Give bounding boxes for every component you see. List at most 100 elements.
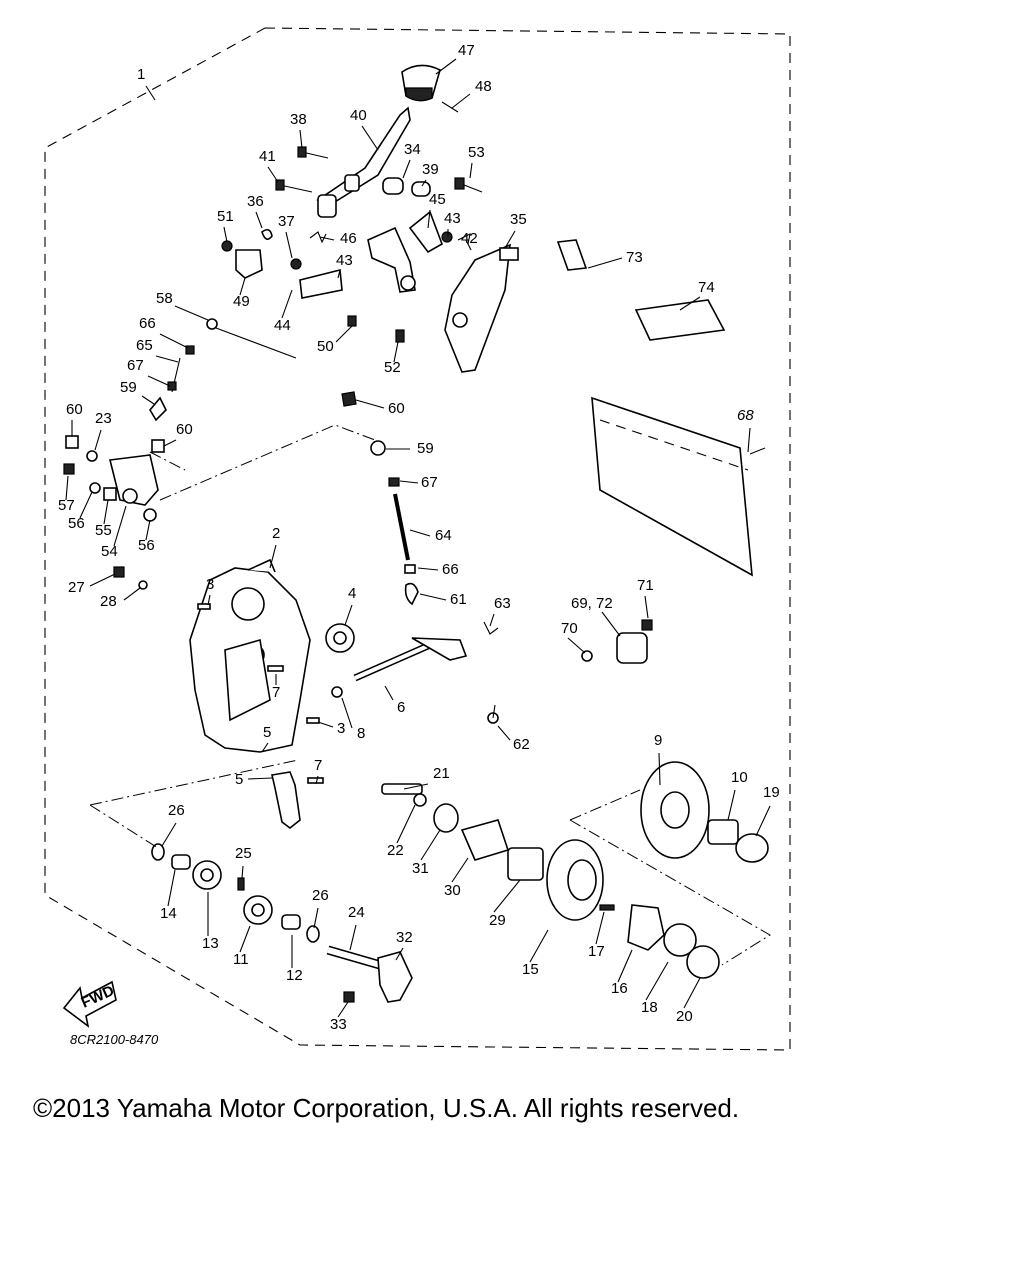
callout-leader-c39 bbox=[421, 179, 427, 187]
callout-label-c54: 54 bbox=[101, 543, 118, 560]
diagram-code: 8CR2100-8470 bbox=[70, 1032, 159, 1047]
callout-label-c64: 64 bbox=[435, 527, 452, 544]
callout-label-c31: 31 bbox=[412, 860, 429, 877]
callout-label-c36: 36 bbox=[247, 193, 264, 210]
callout-label-c58: 58 bbox=[156, 290, 173, 307]
callout-leader-c1 bbox=[145, 85, 156, 101]
callout-label-c59b: 59 bbox=[417, 440, 434, 457]
callout-label-c43b: 43 bbox=[336, 252, 353, 269]
callout-leader-c9 bbox=[658, 752, 661, 786]
callout-leader-c60c bbox=[355, 399, 385, 409]
callout-label-c66a: 66 bbox=[139, 315, 156, 332]
callout-leader-c65 bbox=[155, 355, 179, 363]
callout-leader-c2 bbox=[269, 544, 277, 569]
callout-label-c15: 15 bbox=[522, 961, 539, 978]
callout-label-c14: 14 bbox=[160, 905, 177, 922]
callout-label-c32: 32 bbox=[396, 929, 413, 946]
callout-label-c2: 2 bbox=[272, 525, 280, 542]
callout-label-c63: 63 bbox=[494, 595, 511, 612]
callout-leader-c30 bbox=[451, 857, 469, 883]
callout-leader-c32 bbox=[395, 947, 404, 961]
callout-label-c60b: 60 bbox=[176, 421, 193, 438]
callout-leader-c56b bbox=[145, 519, 151, 541]
callout-leader-c48 bbox=[451, 93, 471, 109]
callout-label-c6: 6 bbox=[397, 699, 405, 716]
callout-label-c4: 4 bbox=[348, 585, 356, 602]
callout-leader-c57 bbox=[65, 475, 69, 501]
callout-leader-c11 bbox=[239, 925, 251, 953]
callout-label-c56a: 56 bbox=[68, 515, 85, 532]
callout-leader-c60b bbox=[163, 439, 177, 447]
center-rod-group bbox=[370, 440, 419, 606]
callout-label-c56b: 56 bbox=[138, 537, 155, 554]
fwd-arrow: FWD bbox=[62, 980, 117, 1028]
callout-leader-c36 bbox=[255, 211, 263, 229]
callout-leader-c73 bbox=[587, 257, 623, 269]
callout-leader-c4 bbox=[344, 604, 353, 626]
callout-label-c6972: 69, 72 bbox=[571, 595, 613, 612]
callout-leader-c49 bbox=[239, 277, 246, 296]
callout-leader-c14 bbox=[167, 869, 176, 907]
callout-label-c45: 45 bbox=[429, 191, 446, 208]
callout-leader-c66b bbox=[417, 567, 439, 571]
callout-label-c23: 23 bbox=[95, 410, 112, 427]
callout-label-c46: 46 bbox=[340, 230, 357, 247]
callout-leader-c56a bbox=[79, 491, 93, 519]
callout-label-c55: 55 bbox=[95, 522, 112, 539]
callout-label-c10: 10 bbox=[731, 769, 748, 786]
callout-label-c53: 53 bbox=[468, 144, 485, 161]
callout-leader-c42 bbox=[465, 239, 472, 251]
callout-leader-c6 bbox=[384, 685, 394, 701]
callout-leader-c53 bbox=[469, 162, 473, 179]
callout-label-c34: 34 bbox=[404, 141, 421, 158]
callout-leader-c23 bbox=[94, 429, 102, 451]
callout-leader-c62 bbox=[497, 725, 511, 741]
callout-leader-c50 bbox=[335, 325, 353, 343]
linkage-rod-group bbox=[63, 318, 376, 522]
callout-label-c35: 35 bbox=[510, 211, 527, 228]
callout-label-c9: 9 bbox=[654, 732, 662, 749]
callout-leader-c63 bbox=[489, 613, 495, 627]
callout-leader-c29 bbox=[493, 879, 521, 913]
callout-leader-c44 bbox=[281, 289, 293, 319]
callout-leader-c58 bbox=[174, 305, 209, 321]
shift-lever-group bbox=[221, 64, 519, 407]
callout-label-c7b: 7 bbox=[314, 757, 322, 774]
callout-label-c67b: 67 bbox=[421, 474, 438, 491]
callout-leader-c8 bbox=[341, 697, 353, 729]
callout-leader-c35 bbox=[504, 230, 516, 249]
callout-leader-c26a bbox=[161, 822, 177, 847]
callout-label-c22: 22 bbox=[387, 842, 404, 859]
callout-leader-c68 bbox=[747, 427, 751, 453]
callout-leader-c67a bbox=[147, 375, 171, 387]
callout-leader-c3a bbox=[207, 594, 211, 606]
callout-leader-c22 bbox=[396, 804, 416, 844]
callout-leader-c16 bbox=[617, 949, 633, 983]
callout-label-c5b: 5 bbox=[235, 771, 243, 788]
callout-label-c20: 20 bbox=[676, 1008, 693, 1025]
callout-label-c16: 16 bbox=[611, 980, 628, 997]
callout-label-c47: 47 bbox=[458, 42, 475, 59]
callout-label-c3a: 3 bbox=[206, 576, 214, 593]
callout-label-c29: 29 bbox=[489, 912, 506, 929]
callout-label-c3b: 3 bbox=[337, 720, 345, 737]
side-panel-group bbox=[556, 239, 766, 664]
callout-label-c71: 71 bbox=[637, 577, 654, 594]
callout-label-c41: 41 bbox=[259, 148, 276, 165]
callout-label-c38: 38 bbox=[290, 111, 307, 128]
callout-leader-c7b bbox=[315, 775, 319, 785]
callout-leader-c31 bbox=[420, 829, 441, 861]
callout-leader-c28 bbox=[123, 587, 141, 601]
callout-label-c62: 62 bbox=[513, 736, 530, 753]
callout-leader-c51 bbox=[223, 226, 228, 243]
callout-leader-c33 bbox=[337, 1001, 349, 1018]
callout-label-c60c: 60 bbox=[388, 400, 405, 417]
callout-label-c12: 12 bbox=[286, 967, 303, 984]
callout-label-c28: 28 bbox=[100, 593, 117, 610]
callout-label-c60a: 60 bbox=[66, 401, 83, 418]
callout-label-c1: 1 bbox=[137, 66, 145, 83]
callout-leader-c5a bbox=[261, 742, 269, 753]
callout-leader-c18 bbox=[645, 961, 669, 1001]
callout-leader-c5b bbox=[247, 777, 273, 780]
callout-label-c19: 19 bbox=[763, 784, 780, 801]
